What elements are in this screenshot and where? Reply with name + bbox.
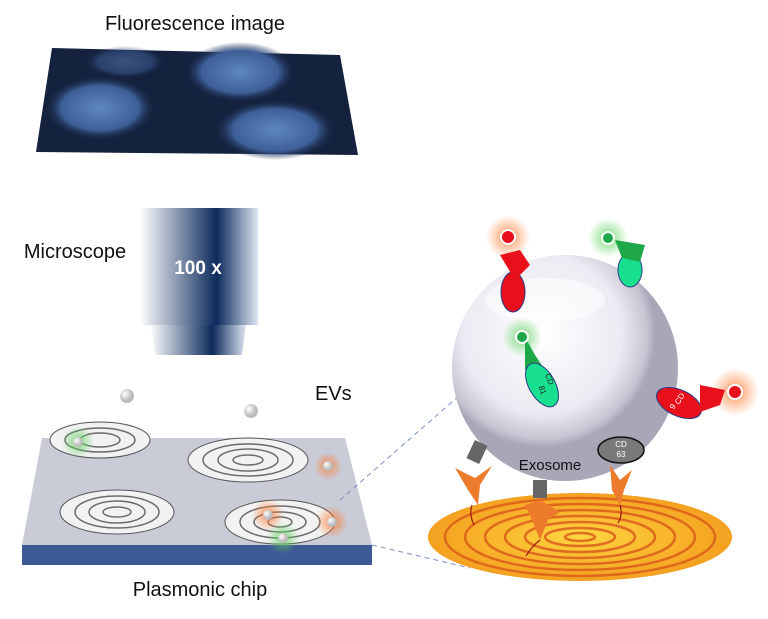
antibody-green-top xyxy=(588,218,645,288)
antibody-red-top xyxy=(486,215,530,313)
plasmonic-chip xyxy=(22,421,372,565)
cd81-label-line1: CD xyxy=(543,372,555,386)
ev-particle xyxy=(244,404,258,418)
zoom-connector xyxy=(371,544,471,569)
fluorescence-image-title: Fluorescence image xyxy=(105,13,285,35)
capture-antibodies xyxy=(455,439,632,540)
cd81-label-line2: 81 xyxy=(537,384,549,396)
plasmonic-disk xyxy=(428,493,732,581)
zoom-connector xyxy=(339,394,461,501)
fluorescence-image xyxy=(36,42,358,160)
exosome-label: Exosome xyxy=(519,457,582,474)
magnification-label: 100 x xyxy=(174,258,222,279)
cd63-marker: CD 63 xyxy=(597,436,645,464)
antibody-tethers xyxy=(470,504,622,557)
cd63-label-line2: 63 xyxy=(617,450,626,459)
cd9-marker: CD 9 xyxy=(656,368,759,420)
cd81-marker: CD 81 xyxy=(502,317,559,408)
microscope-objective xyxy=(140,208,258,355)
plasmonic-chip-label: Plasmonic chip xyxy=(133,579,268,601)
cd9-label-line2: 9 xyxy=(668,402,678,411)
ev-particle xyxy=(120,389,134,403)
evs-label: EVs xyxy=(315,383,352,405)
microscope-label: Microscope xyxy=(24,241,126,263)
cd63-label-line1: CD xyxy=(615,440,627,449)
